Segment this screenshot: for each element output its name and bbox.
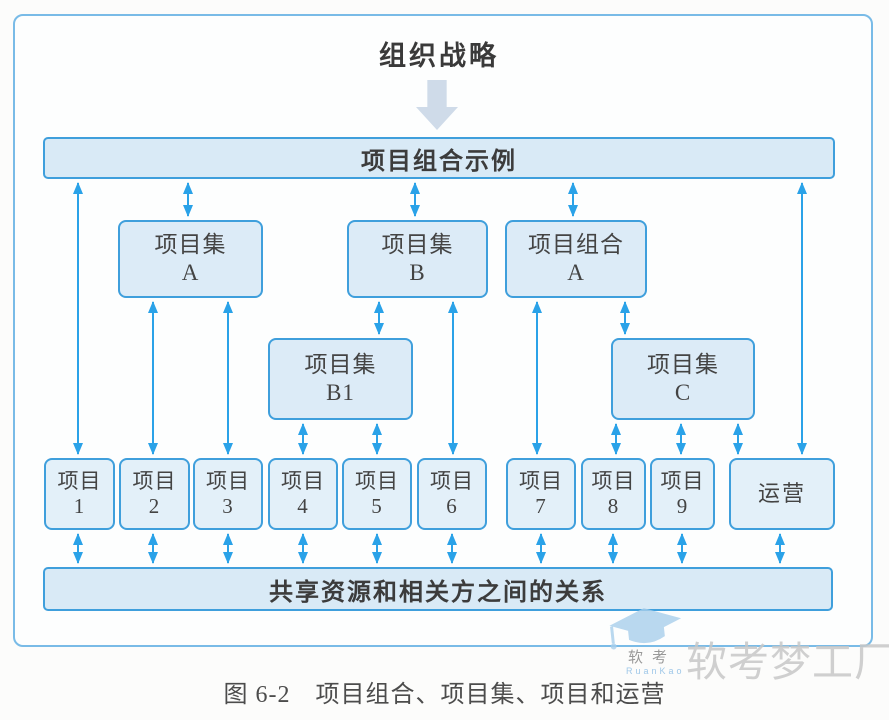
- project-8-number: 8: [607, 494, 620, 518]
- operations-box: 运营: [729, 458, 835, 530]
- project-2-box: 项目 2: [119, 458, 190, 530]
- watermark-brand-cn-small: 软考: [628, 649, 677, 666]
- project-1-label: 项目: [57, 468, 102, 493]
- shared-resources-label: 共享资源和相关方之间的关系: [269, 579, 607, 606]
- project-2-number: 2: [148, 494, 161, 518]
- project-7-box: 项目 7: [506, 458, 576, 530]
- program-b-label-line2: B: [409, 260, 426, 285]
- project-8-label: 项目: [591, 468, 636, 493]
- project-9-box: 项目 9: [650, 458, 715, 530]
- shared-resources-bar: 共享资源和相关方之间的关系: [43, 567, 833, 611]
- program-a-label-line2: A: [181, 260, 200, 285]
- project-9-label: 项目: [660, 468, 705, 493]
- project-1-number: 1: [73, 494, 86, 518]
- project-2-label: 项目: [132, 468, 177, 493]
- program-c-box: 项目集 C: [611, 338, 755, 420]
- project-7-label: 项目: [519, 468, 563, 493]
- portfolio-example-bar: 项目组合示例: [43, 137, 835, 179]
- project-3-number: 3: [222, 494, 234, 518]
- program-b1-label-line1: 项目集: [304, 352, 377, 378]
- program-b1-box: 项目集 B1: [268, 338, 413, 420]
- portfolio-a-label-line1: 项目组合: [528, 232, 624, 258]
- project-1-box: 项目 1: [44, 458, 115, 530]
- project-6-number: 6: [446, 494, 458, 518]
- portfolio-example-label: 项目组合示例: [361, 148, 517, 175]
- project-7-number: 7: [535, 494, 547, 518]
- project-5-label: 项目: [355, 468, 399, 493]
- project-4-number: 4: [297, 494, 309, 518]
- program-c-label-line2: C: [674, 380, 692, 405]
- program-b-label-line1: 项目集: [381, 232, 454, 258]
- graduation-cap-icon: [609, 608, 682, 650]
- watermark-brand-cn-large: 软考梦工厂: [686, 639, 889, 685]
- portfolio-a-label-line2: A: [567, 260, 585, 285]
- project-3-box: 项目 3: [193, 458, 263, 530]
- watermark-brand-en: RuanKao: [626, 666, 685, 676]
- project-4-label: 项目: [281, 468, 325, 493]
- organizational-strategy-title: 组织战略: [379, 41, 499, 71]
- project-5-number: 5: [371, 494, 383, 518]
- project-6-box: 项目 6: [417, 458, 487, 530]
- program-b1-label-line2: B1: [326, 380, 355, 405]
- figure-caption: 图 6-2 项目组合、项目集、项目和运营: [223, 682, 666, 708]
- project-6-label: 项目: [430, 468, 474, 493]
- program-a-box: 项目集 A: [118, 220, 263, 298]
- project-8-box: 项目 8: [581, 458, 646, 530]
- project-5-box: 项目 5: [342, 458, 412, 530]
- operations-label: 运营: [757, 480, 806, 506]
- program-c-label-line1: 项目集: [647, 352, 719, 378]
- project-3-label: 项目: [206, 468, 250, 493]
- project-4-box: 项目 4: [268, 458, 338, 530]
- portfolio-a-box: 项目组合 A: [505, 220, 647, 298]
- program-a-label-line1: 项目集: [154, 232, 227, 258]
- project-9-number: 9: [676, 494, 689, 518]
- program-b-box: 项目集 B: [347, 220, 488, 298]
